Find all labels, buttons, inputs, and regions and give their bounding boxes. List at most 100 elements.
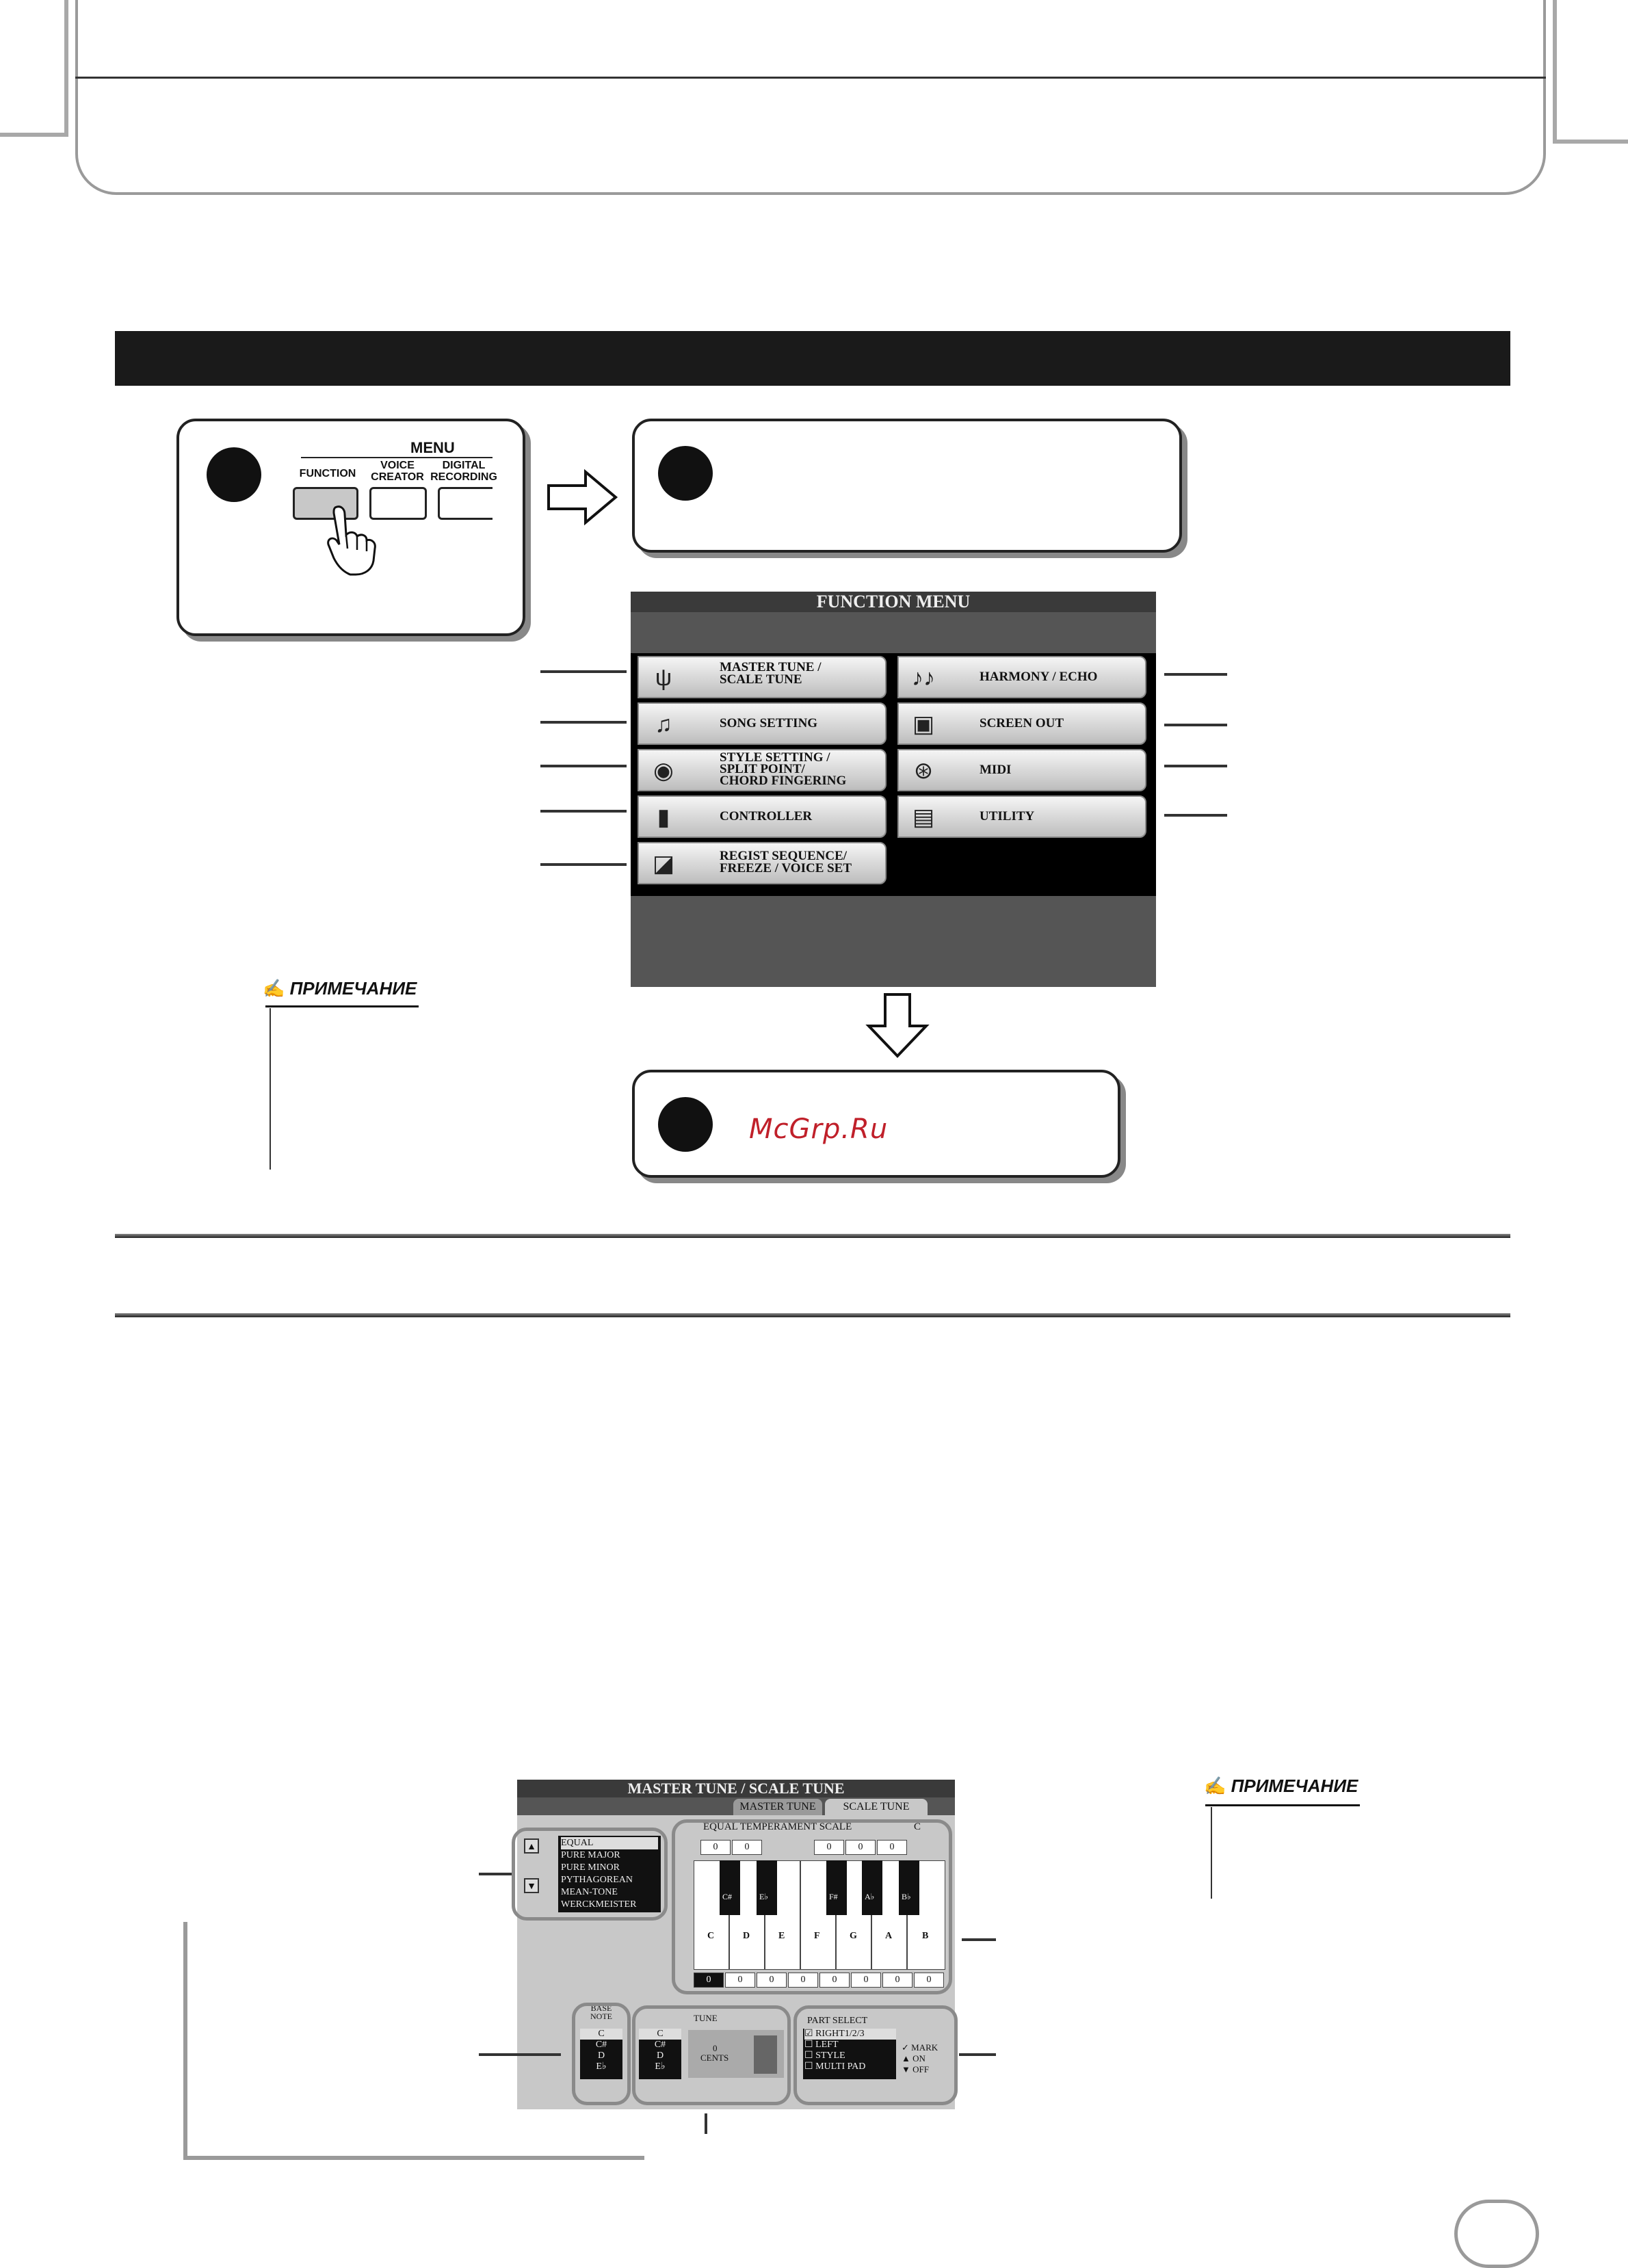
scale-item[interactable]: WERCKMEISTER xyxy=(561,1899,637,1910)
callout-line-right-4 xyxy=(1164,814,1227,817)
pencil-icon: ✍ xyxy=(263,978,285,999)
highlight-base-note xyxy=(572,2003,631,2105)
white-key-value[interactable]: 0 xyxy=(757,1973,787,1988)
black-key[interactable]: E♭ xyxy=(757,1860,777,1915)
tune-note-item[interactable]: E♭ xyxy=(655,2061,666,2072)
white-key-value[interactable]: 0 xyxy=(819,1973,850,1988)
part-item[interactable]: ☐ LEFT xyxy=(804,2040,839,2050)
function-button[interactable] xyxy=(293,487,358,520)
part-select-list[interactable]: ☑ RIGHT1/2/3 ☐ LEFT ☐ STYLE ☐ MULTI PAD xyxy=(803,2029,896,2079)
chapter-tab-frame xyxy=(75,0,1546,195)
harmony-echo-button[interactable]: ♪♪ HARMONY / ECHO xyxy=(897,656,1146,698)
style-setting-label: STYLE SETTING / SPLIT POINT/ CHORD FINGE… xyxy=(720,750,847,788)
scale-header: EQUAL TEMPERAMENT SCALE xyxy=(703,1821,852,1832)
black-key-value[interactable]: 0 xyxy=(814,1840,844,1855)
mark-legend: ✓ MARK ▲ ON ▼ OFF xyxy=(902,2042,938,2075)
scale-item[interactable]: PURE MAJOR xyxy=(561,1850,620,1860)
callout-line-right-2 xyxy=(1164,724,1227,726)
black-key-value[interactable]: 0 xyxy=(877,1840,907,1855)
callout-line-scale xyxy=(479,1873,512,1875)
scale-item[interactable]: PYTHAGOREAN xyxy=(561,1875,633,1885)
base-note-selected[interactable]: C xyxy=(580,2029,622,2040)
digital-recording-key-label: DIGITAL RECORDING xyxy=(430,460,497,483)
callout-line-right-1 xyxy=(1164,673,1227,676)
page-corner-left xyxy=(0,0,68,137)
voice-creator-key-label: VOICE CREATOR xyxy=(371,460,424,483)
controller-button[interactable]: ▮ CONTROLLER xyxy=(638,795,887,838)
white-key-value-selected[interactable]: 0 xyxy=(694,1973,724,1988)
function-key-label: FUNCTION xyxy=(299,468,356,479)
part-item-selected[interactable]: ☑ RIGHT1/2/3 xyxy=(804,2029,896,2040)
black-key-value[interactable]: 0 xyxy=(732,1840,762,1855)
black-key[interactable]: A♭ xyxy=(862,1860,882,1915)
part-item[interactable]: ☐ STYLE xyxy=(804,2051,845,2061)
callout-line-part-select xyxy=(959,2053,996,2056)
tune-note-item[interactable]: C# xyxy=(654,2040,666,2050)
tune-note-list[interactable]: C C# D E♭ xyxy=(639,2029,681,2079)
scale-item-selected[interactable]: EQUAL xyxy=(561,1837,658,1849)
scale-keyboard: C# E♭ F# A♭ B♭ C D E F G A B xyxy=(694,1860,945,1970)
base-note-item[interactable]: C# xyxy=(595,2040,607,2050)
note-1-underline xyxy=(265,1005,419,1007)
callout-line-keyboard xyxy=(962,1938,996,1941)
black-key[interactable]: F# xyxy=(826,1860,847,1915)
function-menu-title: FUNCTION MENU xyxy=(631,592,1156,612)
black-key[interactable]: B♭ xyxy=(899,1860,919,1915)
style-setting-button[interactable]: ◉ STYLE SETTING / SPLIT POINT/ CHORD FIN… xyxy=(638,749,887,791)
master-tune-tab-bar: MASTER TUNE SCALE TUNE xyxy=(517,1797,955,1815)
screen-out-button[interactable]: ▣ SCREEN OUT xyxy=(897,702,1146,745)
tune-note-selected[interactable]: C xyxy=(639,2029,681,2040)
scale-item[interactable]: MEAN-TONE xyxy=(561,1887,618,1897)
note-1-heading: ✍ ПРИМЕЧАНИЕ xyxy=(263,978,417,999)
song-setting-button[interactable]: ♫ SONG SETTING xyxy=(638,702,887,745)
midi-label: MIDI xyxy=(980,763,1012,777)
tune-note-item[interactable]: D xyxy=(656,2051,664,2061)
base-note-item[interactable]: E♭ xyxy=(596,2061,607,2072)
voice-creator-button[interactable] xyxy=(369,487,427,520)
callout-line-left-2 xyxy=(540,721,627,724)
tab-master-tune[interactable]: MASTER TUNE xyxy=(733,1799,822,1815)
white-key-label: A xyxy=(885,1931,893,1941)
black-key-value[interactable]: 0 xyxy=(700,1840,731,1855)
midi-button[interactable]: ⊛ MIDI xyxy=(897,749,1146,791)
white-key-value[interactable]: 0 xyxy=(788,1973,818,1988)
digital-recording-button[interactable] xyxy=(438,487,493,520)
scale-up-button[interactable]: ▲ xyxy=(524,1838,539,1854)
note-1-rule xyxy=(270,1008,271,1170)
pressing-finger-icon xyxy=(327,505,376,576)
mark-legend-on: ▲ ON xyxy=(902,2053,925,2063)
callout-line-right-3 xyxy=(1164,765,1227,767)
white-key-value[interactable]: 0 xyxy=(725,1973,755,1988)
utility-label: UTILITY xyxy=(980,809,1035,823)
controller-label: CONTROLLER xyxy=(720,809,813,823)
pencil-icon: ✍ xyxy=(1204,1776,1226,1796)
step-1-box: MENU FUNCTION VOICE CREATOR DIGITAL RECO… xyxy=(176,419,525,636)
mark-legend-mark: ✓ MARK xyxy=(902,2042,938,2053)
base-note-item[interactable]: D xyxy=(597,2051,605,2061)
tune-value: 0 xyxy=(713,2043,718,2053)
arrow-right-icon xyxy=(547,469,618,526)
note-2-heading: ✍ ПРИМЕЧАНИЕ xyxy=(1204,1776,1358,1797)
white-key-value[interactable]: 0 xyxy=(882,1973,913,1988)
part-label: MULTI PAD xyxy=(815,2061,866,2072)
master-tune-scale-tune-button[interactable]: ψ MASTER TUNE / SCALE TUNE xyxy=(638,656,887,698)
white-key-value[interactable]: 0 xyxy=(851,1973,881,1988)
master-tune-screen: MASTER TUNE / SCALE TUNE MASTER TUNE SCA… xyxy=(512,1780,958,2109)
scale-item[interactable]: PURE MINOR xyxy=(561,1862,620,1873)
chapter-tab-divider xyxy=(75,77,1546,79)
pedal-icon: ▮ xyxy=(657,804,670,830)
tune-value-box[interactable]: 0 CENTS xyxy=(688,2030,784,2078)
scale-list[interactable]: EQUAL PURE MAJOR PURE MINOR PYTHAGOREAN … xyxy=(558,1836,661,1912)
part-item[interactable]: ☐ MULTI PAD xyxy=(804,2061,866,2072)
scale-down-button[interactable]: ▼ xyxy=(524,1878,539,1893)
tune-label: TUNE xyxy=(694,2013,718,2023)
tab-scale-tune[interactable]: SCALE TUNE xyxy=(825,1799,928,1815)
utility-button[interactable]: ▤ UTILITY xyxy=(897,795,1146,838)
white-key[interactable] xyxy=(765,1860,800,1970)
regist-sequence-button[interactable]: ◪ REGIST SEQUENCE/ FREEZE / VOICE SET xyxy=(638,842,887,884)
black-key-value[interactable]: 0 xyxy=(845,1840,876,1855)
base-note-list[interactable]: C C# D E♭ xyxy=(580,2029,622,2079)
master-tune-screen-title: MASTER TUNE / SCALE TUNE xyxy=(517,1780,955,1797)
black-key[interactable]: C# xyxy=(720,1860,740,1915)
tune-slider[interactable] xyxy=(754,2035,777,2074)
